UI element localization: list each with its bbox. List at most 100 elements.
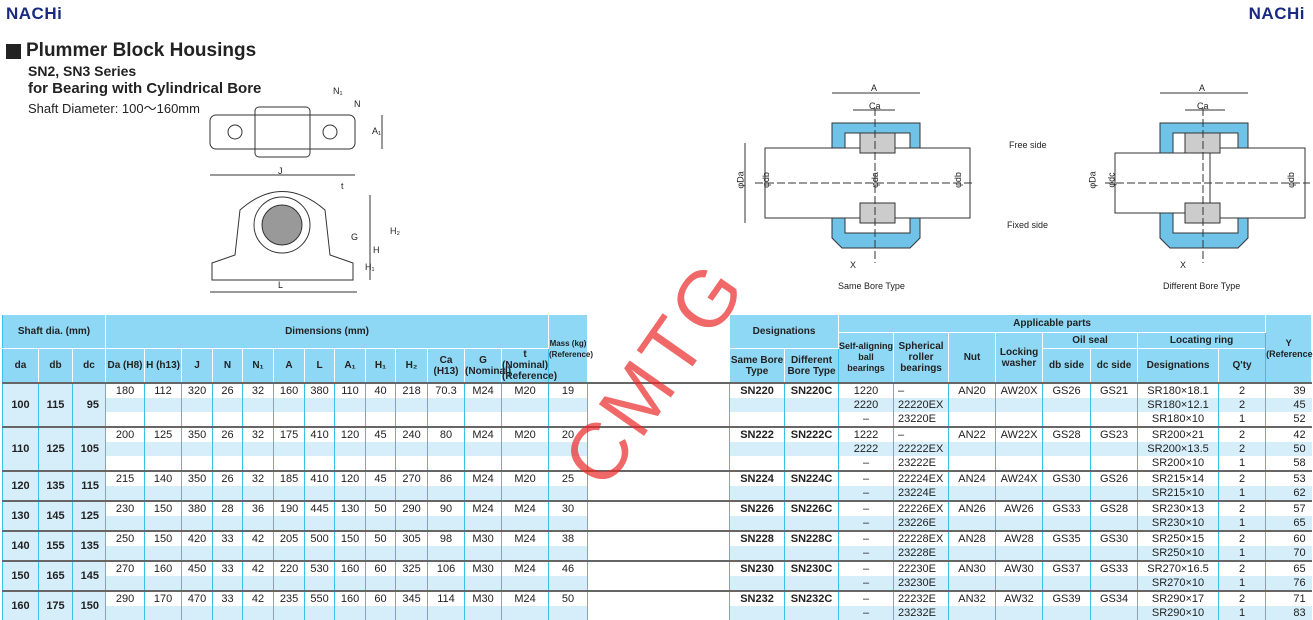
dim-value xyxy=(144,412,182,427)
shaft-da: 150 xyxy=(2,560,39,591)
header-mass: Mass (kg) (Reference) xyxy=(548,314,593,384)
dim-value: 215 xyxy=(105,470,145,486)
oil-seal-dc: GS26 xyxy=(1090,470,1138,486)
ring-qty: 1 xyxy=(1218,456,1266,471)
same-bore-section-drawing xyxy=(744,92,975,263)
y-value: 76 xyxy=(1265,576,1312,591)
header-dim-1: H (h13) xyxy=(144,348,183,384)
dim-value: 33 xyxy=(212,590,243,606)
dim-value: 240 xyxy=(395,426,428,442)
dim-value xyxy=(304,456,335,471)
dim-value: 120 xyxy=(334,426,366,442)
different-bore-designation xyxy=(784,516,839,531)
nut-value: AN26 xyxy=(948,500,996,516)
dim-value: 42 xyxy=(242,560,274,576)
different-bore-designation xyxy=(784,456,839,471)
dim-value: M30 xyxy=(464,560,502,576)
dim-value: 270 xyxy=(395,470,428,486)
roller-bearing: 22226EX xyxy=(893,500,949,516)
dim-value xyxy=(427,398,465,412)
mass-value xyxy=(548,398,588,412)
label-a1: A₁ xyxy=(372,126,382,136)
header-dim-12: t (Nominal) (Reference) xyxy=(501,348,558,384)
mass-value xyxy=(548,412,588,427)
oil-seal-db xyxy=(1042,516,1091,531)
ball-bearing: – xyxy=(838,486,894,501)
dim-value: 150 xyxy=(334,530,366,546)
dim-value xyxy=(464,576,502,591)
dim-value xyxy=(242,412,274,427)
dim-value xyxy=(427,606,465,620)
ball-bearing: – xyxy=(838,576,894,591)
dim-value xyxy=(365,442,396,456)
dim-value: 350 xyxy=(181,470,213,486)
oil-seal-db: GS39 xyxy=(1042,590,1091,606)
same-bore-designation xyxy=(729,398,785,412)
ball-bearing: 1222 xyxy=(838,426,894,442)
dim-value: 200 xyxy=(105,426,145,442)
header-designations: Designations xyxy=(729,314,840,349)
dim-value xyxy=(273,546,305,561)
dim-value xyxy=(334,606,366,620)
roller-bearing: 23230E xyxy=(893,576,949,591)
oil-seal-dc xyxy=(1090,606,1138,620)
dim-value xyxy=(304,442,335,456)
dim-value: 50 xyxy=(365,530,396,546)
nut-value xyxy=(948,442,996,456)
dim-value: 50 xyxy=(365,500,396,516)
dim-value: 160 xyxy=(144,560,182,576)
oil-seal-db xyxy=(1042,546,1091,561)
blank-cell xyxy=(587,576,730,591)
roller-bearing: 23232E xyxy=(893,606,949,620)
shaft-dc: 105 xyxy=(71,426,106,471)
label-n: N xyxy=(354,99,361,109)
dim-value xyxy=(464,412,502,427)
header-dim-2: J xyxy=(181,348,214,384)
dim-value xyxy=(304,412,335,427)
dim-value xyxy=(365,576,396,591)
ball-bearing: – xyxy=(838,560,894,576)
roller-bearing: 22222EX xyxy=(893,442,949,456)
label-l: L xyxy=(278,280,284,290)
dim-value xyxy=(334,516,366,531)
mass-value: 20 xyxy=(548,426,588,442)
washer-value: AW24X xyxy=(995,470,1043,486)
roller-bearing: 22224EX xyxy=(893,470,949,486)
y-value: 39 xyxy=(1265,382,1312,398)
dim-value: 160 xyxy=(334,560,366,576)
y-value: 62 xyxy=(1265,486,1312,501)
roller-bearing: 22228EX xyxy=(893,530,949,546)
nut-value xyxy=(948,546,996,561)
dim-value: 450 xyxy=(181,560,213,576)
dim-value xyxy=(105,516,145,531)
blank-cell xyxy=(587,442,730,456)
dim-value: 42 xyxy=(242,590,274,606)
oil-seal-db: GS26 xyxy=(1042,382,1091,398)
washer-value xyxy=(995,398,1043,412)
different-bore-designation: SN226C xyxy=(784,500,839,516)
dim-value: 26 xyxy=(212,382,243,398)
oil-seal-dc: GS34 xyxy=(1090,590,1138,606)
dim-value xyxy=(395,398,428,412)
dim-value xyxy=(181,516,213,531)
locating-ring: SR215×14 xyxy=(1137,470,1219,486)
housing-drawing xyxy=(209,106,383,293)
label-phi-da-same: φDa xyxy=(735,171,746,189)
shaft-dc: 115 xyxy=(71,470,106,501)
dim-value xyxy=(365,412,396,427)
different-bore-designation xyxy=(784,606,839,620)
dim-value xyxy=(464,486,502,501)
washer-value xyxy=(995,412,1043,427)
oil-seal-dc xyxy=(1090,442,1138,456)
blank-cell xyxy=(587,456,730,471)
label-h2: H₂ xyxy=(390,226,400,236)
different-bore-designation: SN222C xyxy=(784,426,839,442)
dim-value xyxy=(105,412,145,427)
dim-value: 130 xyxy=(334,500,366,516)
dim-value xyxy=(105,576,145,591)
oil-seal-dc xyxy=(1090,546,1138,561)
dim-value: 40 xyxy=(365,382,396,398)
